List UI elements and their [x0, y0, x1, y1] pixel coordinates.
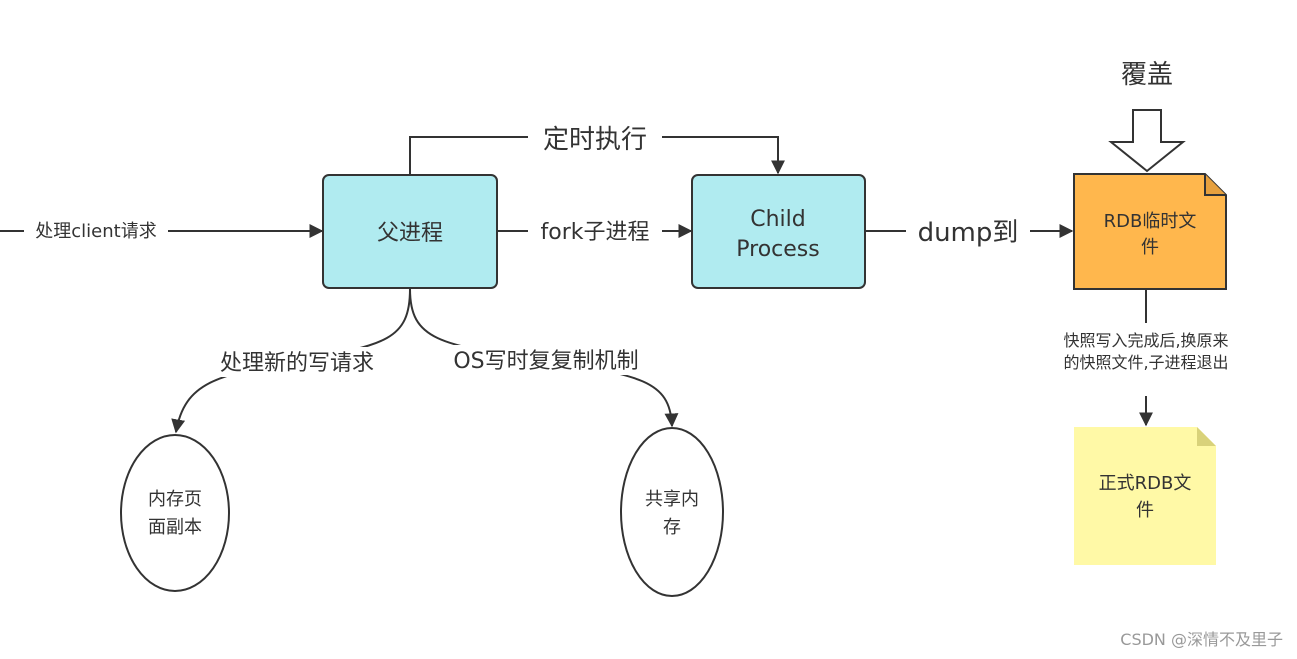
edge-label-bg	[24, 217, 168, 243]
edge-label-bg	[906, 214, 1030, 248]
node-label-rdb-temp-line2: 件	[1141, 237, 1159, 258]
node-label-shared-line2: 存	[663, 517, 681, 538]
node-rdb-temp-file	[1073, 173, 1227, 290]
node-label-memory-line1: 内存页	[148, 489, 202, 510]
node-label-memory-line2: 面副本	[148, 517, 202, 538]
node-label-shared-line1: 共享内	[645, 489, 699, 510]
edge-label-fork: fork子进程	[541, 220, 650, 245]
folded-corner-icon	[1204, 174, 1226, 196]
edge-label-cow: OS写时复复制机制	[453, 349, 638, 374]
node-label-formal-rdb-line1: 正式RDB文	[1099, 473, 1192, 494]
edge-label-handle-client: 处理client请求	[35, 221, 156, 242]
edge-label-replace-line2: 的快照文件,子进程退出	[1063, 353, 1228, 372]
edge-label-scheduled: 定时执行	[543, 125, 647, 155]
node-formal-rdb-file	[1074, 427, 1216, 565]
node-label-rdb-temp-line1: RDB临时文	[1104, 211, 1197, 232]
edge-label-handle-write: 处理新的写请求	[220, 351, 374, 376]
edge-label-overwrite: 覆盖	[1121, 60, 1173, 90]
edge-label-bg	[440, 345, 652, 375]
node-label-formal-rdb-line2: 件	[1136, 500, 1154, 521]
watermark: CSDN @深情不及里子	[1120, 630, 1283, 649]
overwrite-arrow-icon	[1108, 109, 1186, 173]
edge-label-bg	[528, 216, 662, 246]
node-memory-page-copy	[120, 434, 230, 592]
edge-label-dump-to: dump到	[918, 218, 1019, 248]
edge-label-bg	[528, 122, 662, 154]
sticky-corner-icon	[1197, 427, 1216, 446]
edge-label-bg	[208, 347, 386, 377]
node-shared-memory	[620, 427, 724, 597]
node-label-parent-process: 父进程	[377, 221, 443, 246]
node-parent-process	[322, 174, 498, 289]
node-child-process	[691, 174, 866, 289]
node-label-child-line1: Child	[750, 207, 806, 232]
node-label-child-line2: Process	[736, 237, 819, 262]
edge-label-replace-line1: 快照写入完成后,换原来	[1063, 331, 1228, 350]
